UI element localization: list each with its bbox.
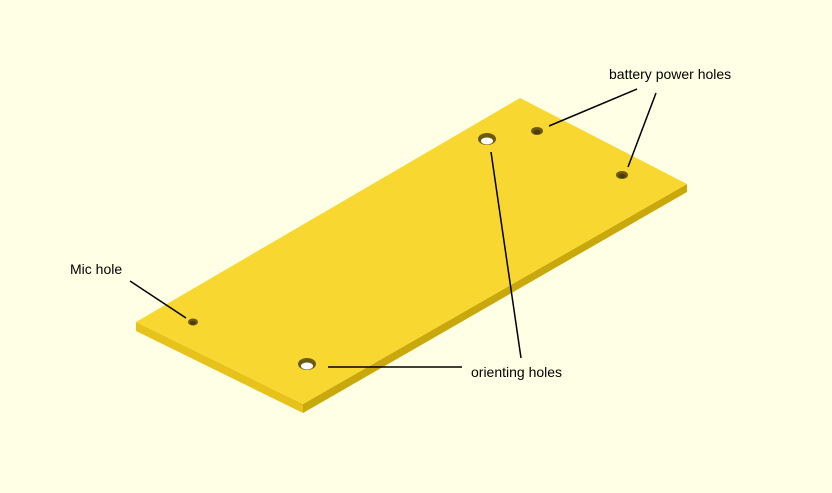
battery-power-hole-2 [616,171,628,179]
leader-orient-2 [490,151,522,359]
plate-front-face [136,322,303,413]
plate-side-face [303,184,687,413]
mic-hole [188,318,198,326]
leader-mic [129,280,187,319]
orienting-hole-bottom [298,358,316,370]
leader-battery-2 [627,92,657,168]
leader-battery-1 [548,88,638,127]
plate-top-face [136,98,687,404]
orienting-hole-top [478,133,496,145]
battery-power-hole-1 [531,127,543,135]
mic-hole-label: Mic hole [70,261,123,277]
orienting-holes-label: orienting holes [471,364,563,380]
battery-power-holes-label: battery power holes [609,66,732,82]
